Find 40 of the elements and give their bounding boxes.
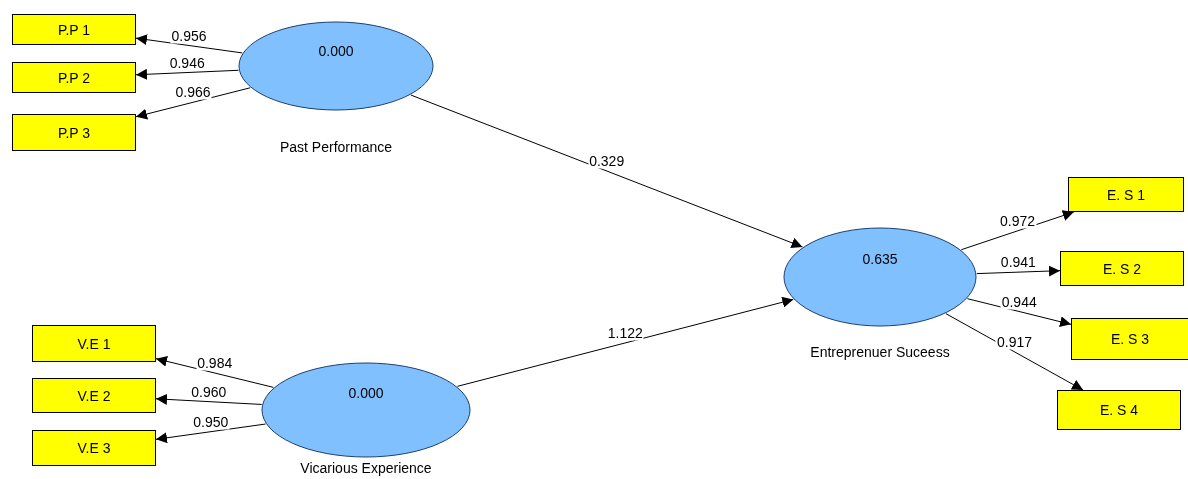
- path-arrow: [135, 34, 243, 54]
- path-coefficient-label: 0.946: [168, 55, 206, 70]
- indicator-box: P.P 2: [12, 62, 136, 93]
- path-arrow: [945, 313, 1084, 391]
- path-arrow: [960, 210, 1075, 251]
- path-coefficient-label: 0.329: [588, 153, 626, 169]
- path-arrow: [976, 265, 1061, 277]
- indicator-box: E. S 4: [1057, 390, 1181, 430]
- r-squared-value: 0.000: [318, 42, 354, 59]
- indicator-box: E. S 1: [1068, 177, 1184, 212]
- path-arrow: [410, 94, 803, 249]
- path-arrow: [155, 393, 263, 405]
- indicator-box: E. S 2: [1060, 251, 1184, 286]
- r-squared-value: 0.000: [348, 385, 384, 402]
- path-coefficient-label: 0.956: [170, 28, 208, 44]
- indicator-box: V.E 2: [32, 378, 156, 413]
- path-arrow: [456, 296, 794, 387]
- path-coefficient-label: 0.950: [192, 414, 230, 430]
- path-coefficient-label: 0.966: [174, 84, 212, 100]
- path-arrow: [966, 298, 1072, 328]
- path-coefficient-label: 0.972: [999, 213, 1037, 229]
- indicator-box: E. S 3: [1071, 318, 1188, 360]
- path-arrow: [155, 423, 267, 444]
- construct-name: Vicarious Experience: [300, 460, 432, 476]
- path-coefficient-label: 1.122: [606, 325, 644, 341]
- indicator-box: V.E 1: [32, 325, 156, 362]
- path-coefficient-label: 0.917: [995, 334, 1033, 350]
- path-arrow: [155, 355, 274, 388]
- construct-name: Past Performance: [279, 139, 393, 155]
- path-arrow: [135, 68, 239, 80]
- indicator-box: V.E 3: [32, 430, 156, 466]
- path-arrow: [135, 87, 251, 120]
- indicator-box: P.P 1: [12, 14, 136, 45]
- indicator-box: P.P 3: [12, 114, 136, 151]
- construct-name: Entreprenuer Suceess: [810, 344, 950, 360]
- path-coefficient-label: 0.941: [999, 254, 1037, 270]
- path-coefficient-label: 0.944: [1000, 294, 1038, 309]
- r-squared-value: 0.635: [862, 251, 898, 267]
- path-coefficient-label: 0.960: [190, 384, 228, 400]
- path-coefficient-label: 0.984: [196, 355, 234, 371]
